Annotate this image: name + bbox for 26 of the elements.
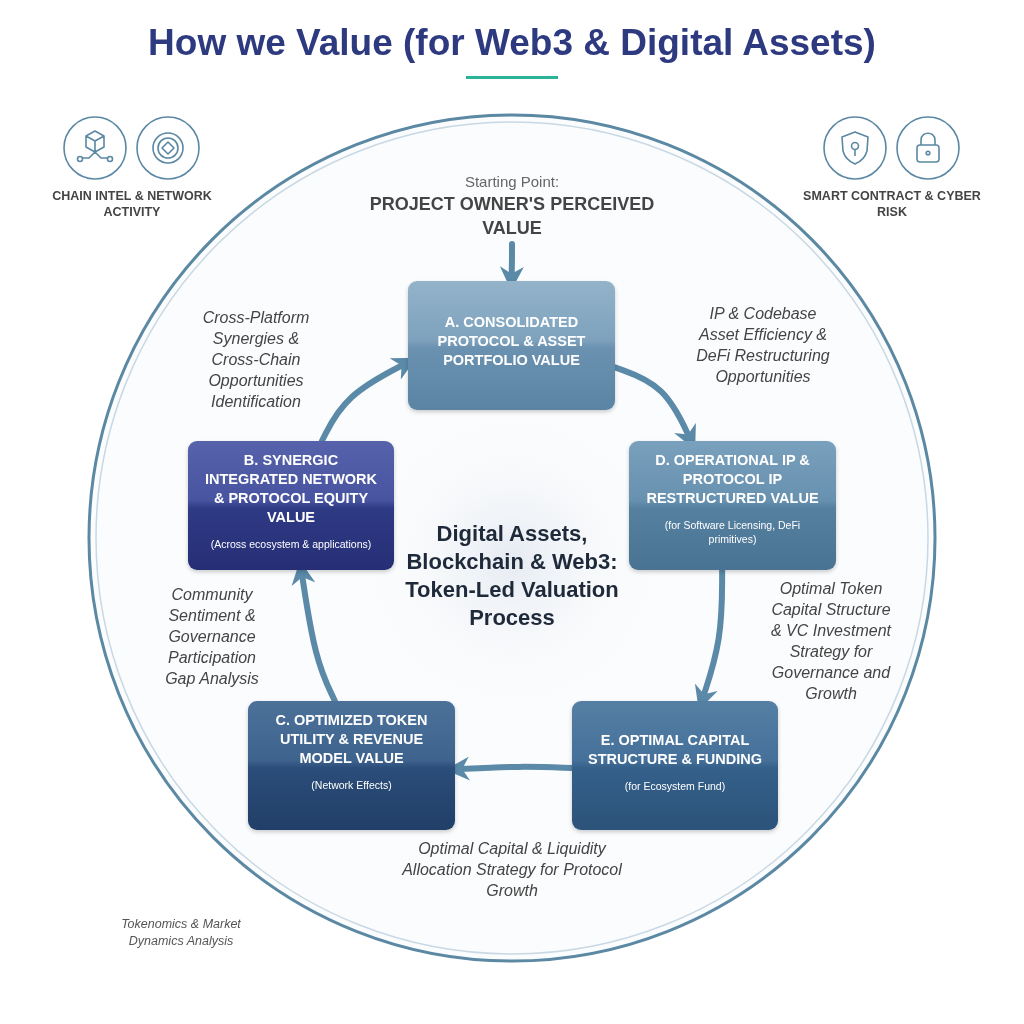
edge-label: IP & Codebase Asset Efficiency & DeFi Restructuring Opportunities: [695, 304, 831, 387]
box-subtitle: (for Software Licensing, DeFi primitives): [663, 518, 802, 546]
process-box: [572, 701, 778, 830]
icon-caption: SMART CONTRACT & CYBER RISK: [802, 188, 982, 220]
box-subtitle: (Network Effects): [311, 778, 392, 792]
edge-label: Community Sentiment & Governance Participation Gap Analysis: [164, 585, 260, 689]
box-title: B. SYNERGIC INTEGRATED NETWORK & PROTOCOL EQUITY VALUE: [203, 451, 379, 527]
box-title: C. OPTIMIZED TOKEN UTILITY & REVENUE MODEL VALUE: [274, 711, 429, 768]
edge-label: Cross-Platform Synergies & Cross-Chain Opportunities Identification: [201, 308, 311, 412]
edge-label: Optimal Token Capital Structure & VC Investment Strategy for Governance and Growth: [770, 579, 892, 704]
title: How we Value (for Web3 & Digital Assets): [147, 22, 877, 64]
process-box: [188, 441, 394, 570]
edge-label: Optimal Capital & Liquidity Allocation Strategy for Protocol Growth: [402, 839, 622, 901]
box-subtitle: (Across ecosystem & applications): [210, 537, 372, 551]
process-box: [408, 281, 615, 410]
note: Tokenomics & Market Dynamics Analysis: [120, 916, 242, 950]
start-caption: Starting Point:: [463, 172, 561, 192]
center-heading: Digital Assets, Blockchain & Web3: Token-Led Valuation Process: [404, 520, 620, 632]
process-box: [248, 701, 455, 830]
start-heading: PROJECT OWNER'S PERCEIVED VALUE: [368, 193, 656, 240]
icon-caption: CHAIN INTEL & NETWORK ACTIVITY: [51, 188, 213, 220]
process-box: [629, 441, 836, 570]
box-subtitle: (for Ecosystem Fund): [624, 779, 726, 793]
box-title: D. OPERATIONAL IP & PROTOCOL IP RESTRUCTURED VALUE: [645, 451, 820, 508]
box-title: A. CONSOLIDATED PROTOCOL & ASSET PORTFOLIO VALUE: [436, 313, 587, 370]
box-title: E. OPTIMAL CAPITAL STRUCTURE & FUNDING: [587, 731, 763, 769]
